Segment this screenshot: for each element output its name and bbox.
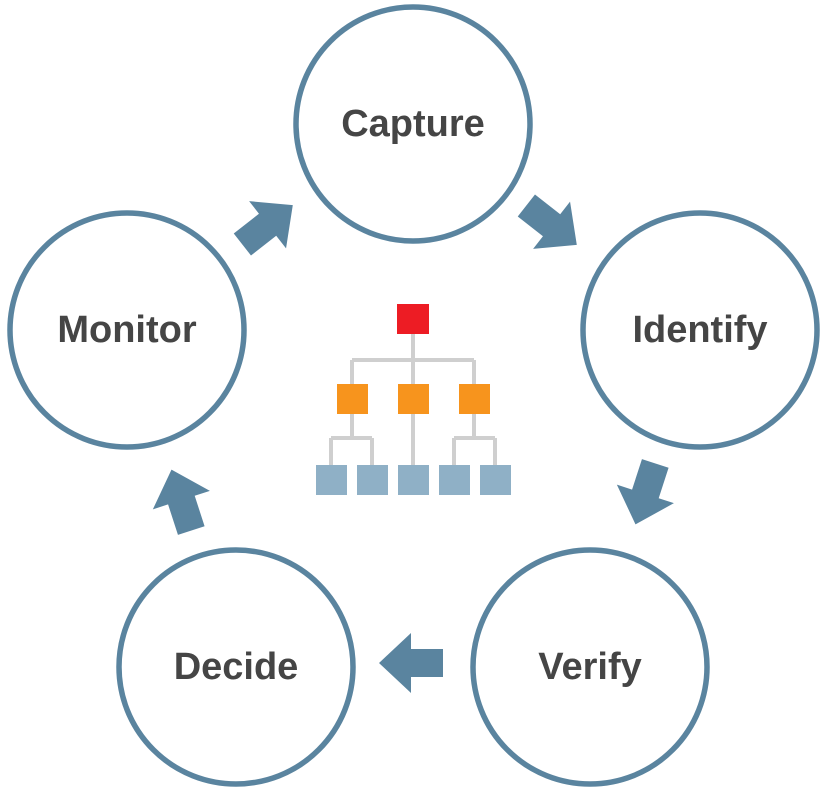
stage-capture: Capture: [293, 4, 533, 244]
stage-decide: Decide: [116, 547, 356, 787]
stage-decide-circle: [116, 547, 356, 787]
arrow-verify-to-decide: [379, 633, 443, 693]
stage-verify: Verify: [470, 547, 710, 787]
arrow-identify-to-verify: [616, 459, 674, 525]
hierarchy-leaf-node: [439, 465, 470, 495]
stage-monitor-label: Monitor: [57, 309, 197, 351]
hierarchy-middle-node: [398, 384, 429, 414]
stage-capture-circle: [293, 4, 533, 244]
stage-monitor-circle: [7, 210, 247, 450]
stage-verify-label: Verify: [538, 646, 642, 688]
hierarchy-top-node: [397, 304, 429, 334]
stage-verify-circle: [470, 547, 710, 787]
hierarchy-leaf-node: [316, 465, 347, 495]
stage-identify-label: Identify: [632, 309, 767, 351]
arrow-monitor-to-capture: [233, 201, 293, 256]
hierarchy-leaf-node: [357, 465, 388, 495]
stage-identify-circle: [580, 210, 820, 450]
hierarchy-leaf-node: [398, 465, 429, 495]
stage-identify: Identify: [580, 210, 820, 450]
stage-decide-label: Decide: [174, 646, 299, 688]
hierarchy-middle-node: [337, 384, 368, 414]
hierarchy-middle-node: [459, 384, 490, 414]
arrow-decide-to-monitor: [152, 469, 210, 535]
hierarchy-connectors: [329, 334, 497, 465]
stage-monitor: Monitor: [7, 210, 247, 450]
org-hierarchy-icon: [316, 304, 511, 495]
hierarchy-leaf-node: [480, 465, 511, 495]
stage-capture-label: Capture: [341, 103, 485, 145]
arrow-capture-to-identify: [517, 194, 577, 249]
